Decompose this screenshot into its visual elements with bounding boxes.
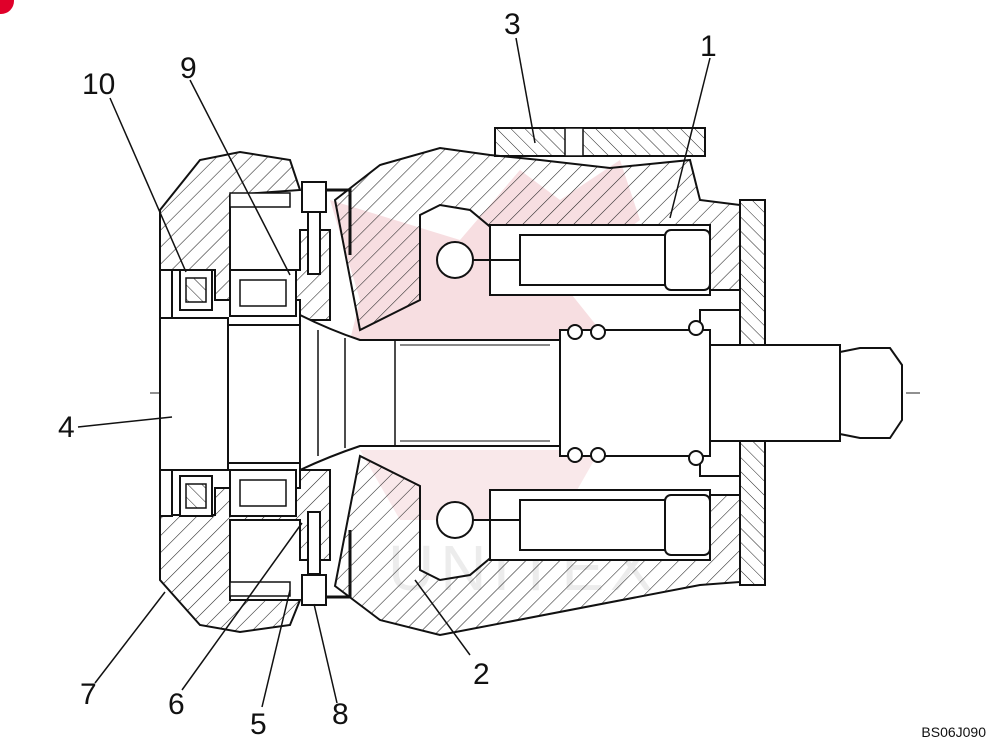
callout-4: 4 [58, 411, 75, 444]
callout-7: 7 [80, 678, 97, 711]
callout-8: 8 [332, 698, 349, 731]
callout-6: 6 [168, 688, 185, 721]
leader-6 [181, 522, 303, 691]
leader-9 [189, 79, 291, 276]
leader-4 [77, 416, 173, 428]
callout-9: 9 [180, 52, 197, 85]
cylinder-block [436, 224, 711, 561]
callout-10: 10 [82, 68, 116, 101]
leader-2 [414, 579, 471, 656]
drive-shaft-flange [159, 313, 561, 472]
leader-3 [515, 37, 536, 144]
leader-8 [313, 603, 338, 704]
callout-1: 1 [700, 30, 717, 63]
leader-1 [669, 57, 711, 219]
output-shaft [559, 320, 903, 466]
mounting-flange [494, 127, 706, 157]
callout-5: 5 [250, 708, 267, 741]
leader-10 [109, 97, 187, 273]
callout-3: 3 [504, 8, 521, 41]
reference-code: BS06J090 [921, 724, 986, 740]
leader-5 [261, 589, 291, 708]
front-bearing [179, 269, 213, 517]
leader-lines [77, 37, 711, 708]
leader-7 [94, 591, 166, 684]
roller-bearing [229, 269, 297, 517]
mounting-bolts [229, 181, 352, 606]
callout-2: 2 [473, 658, 490, 691]
